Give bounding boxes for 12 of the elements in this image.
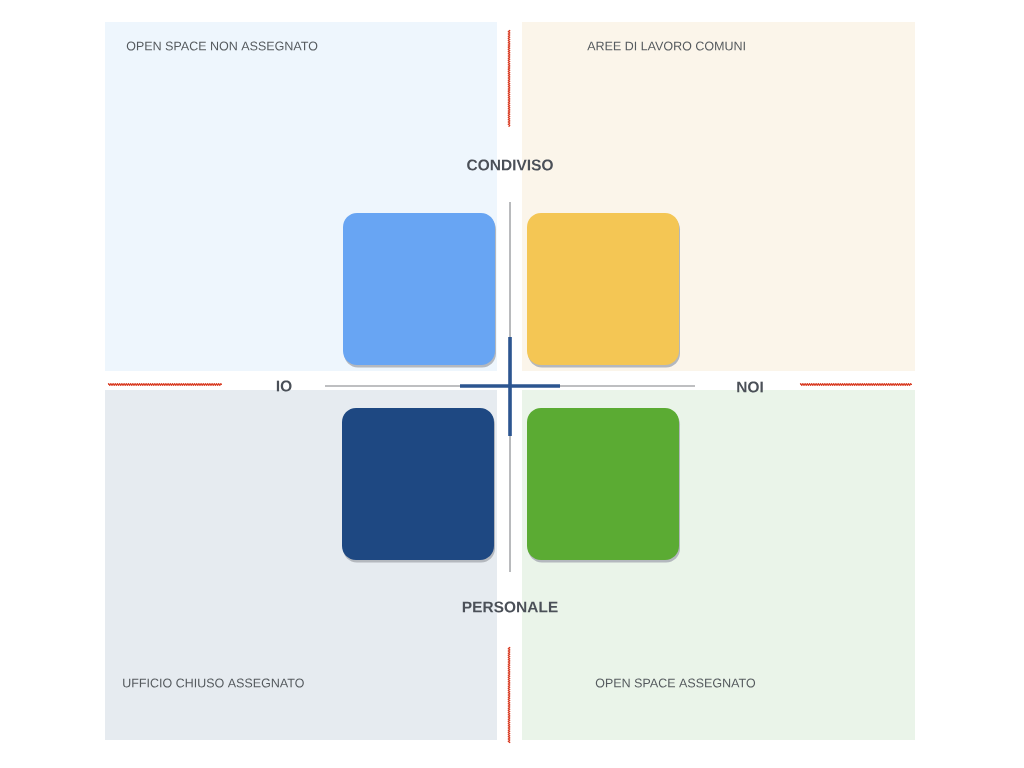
rounded-square <box>527 408 680 563</box>
rounded-square <box>527 213 680 368</box>
axis-label: PERSONALE <box>462 601 558 613</box>
panel-label: OPEN SPACE ASSEGNATO <box>595 678 756 688</box>
axis-label: IO <box>276 380 292 392</box>
rounded-square <box>343 213 496 368</box>
rounded-square <box>342 408 495 563</box>
panel-label: AREE DI LAVORO COMUNI <box>587 41 745 51</box>
axis-label: NOI <box>737 381 763 393</box>
panel-label: UFFICIO CHIUSO ASSEGNATO <box>123 678 304 688</box>
axis-label: CONDIVISO <box>467 159 553 171</box>
panel-label: OPEN SPACE NON ASSEGNATO <box>126 41 318 51</box>
